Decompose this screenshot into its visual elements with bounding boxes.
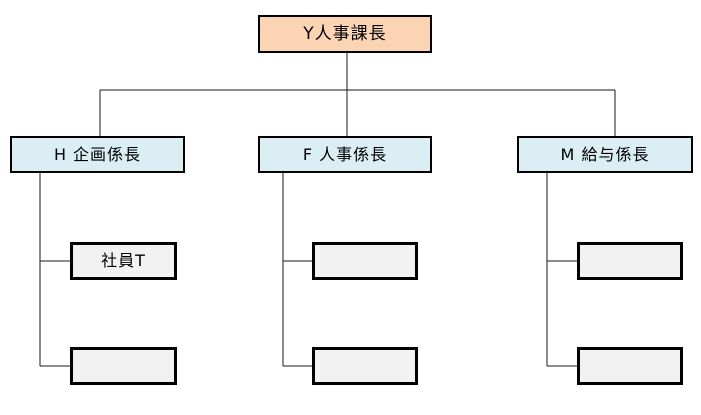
manager-node-m-label: M 給与係長 — [560, 144, 650, 164]
subordinate-node-h1-employee-t: 社員T — [70, 242, 177, 280]
manager-node-h: H 企画係長 — [10, 136, 185, 173]
root-node-label: Y人事課長 — [303, 23, 387, 44]
root-node-section-chief: Y人事課長 — [258, 15, 432, 53]
manager-node-f-label: F 人事係長 — [302, 144, 388, 164]
manager-node-f: F 人事係長 — [258, 136, 432, 173]
subordinate-node-m2-empty — [577, 347, 683, 385]
subordinate-node-f2-empty — [312, 347, 418, 385]
manager-node-h-label: H 企画係長 — [53, 144, 142, 164]
subordinate-node-h2-empty — [70, 347, 177, 385]
manager-node-m: M 給与係長 — [517, 136, 693, 173]
subordinate-node-m1-empty — [577, 242, 683, 280]
subordinate-node-h1-label: 社員T — [101, 251, 146, 270]
subordinate-node-f1-empty — [312, 242, 418, 280]
